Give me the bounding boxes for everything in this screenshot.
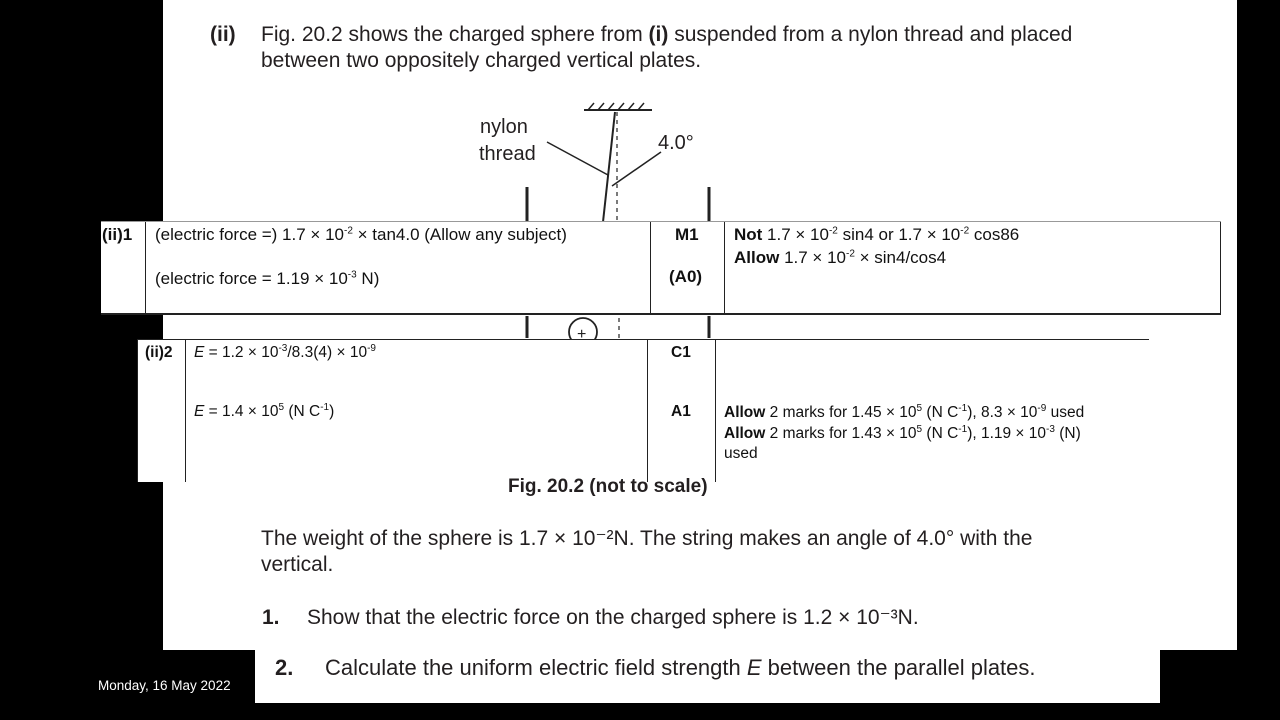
ms2-answer-line1: E = 1.2 × 10-3/8.3(4) × 10-9	[194, 342, 376, 361]
ms2-guidance-allow2-line2: used	[724, 445, 758, 462]
bottom-strip	[255, 650, 1160, 703]
ms1-mark-m1: M1	[675, 225, 699, 244]
ms1-answer-line1: (electric force =) 1.7 × 10-2 × tan4.0 (…	[155, 225, 567, 244]
slide-date: Monday, 16 May 2022	[98, 678, 231, 693]
ms2-guidance-allow1: Allow 2 marks for 1.45 × 105 (N C-1), 8.…	[724, 402, 1085, 421]
ms1-guidance-line2: Allow 1.7 × 10-2 × sin4/cos4	[734, 248, 947, 267]
ms2-mark-a1: A1	[671, 403, 691, 420]
weight-description: The weight of the sphere is 1.7 × 10⁻²N.…	[261, 527, 1033, 576]
ms1-ref: (ii)1	[102, 225, 133, 244]
question-intro: Fig. 20.2 shows the charged sphere from …	[261, 23, 1073, 72]
item-2-text: Calculate the uniform electric field str…	[325, 655, 1036, 680]
figure-caption: Fig. 20.2 (not to scale)	[508, 476, 708, 497]
diagram-angle-label: 4.0°	[658, 132, 694, 154]
ms2-guidance-allow2: Allow 2 marks for 1.43 × 105 (N C-1), 1.…	[724, 423, 1081, 442]
ms2-answer-line2: E = 1.4 × 105 (N C-1)	[194, 401, 335, 420]
question-part-label: (ii)	[210, 23, 236, 46]
item-1-number: 1.	[262, 606, 280, 629]
ms2-ref: (ii)2	[145, 344, 173, 361]
item-2-number: 2.	[275, 655, 294, 680]
diagram-label-thread: thread	[479, 143, 536, 165]
mark-scheme-row-2: (ii)2 E = 1.2 × 10-3/8.3(4) × 10-9 E = 1…	[137, 339, 1149, 482]
item-1-text: Show that the electric force on the char…	[307, 606, 919, 629]
exam-page	[163, 0, 1237, 650]
ms2-mark-c1: C1	[671, 344, 691, 361]
ms1-answer-line2: (electric force = 1.19 × 10-3 N)	[155, 269, 380, 288]
diagram-label-nylon: nylon	[480, 116, 528, 138]
mark-scheme-row-1: (ii)1 (electric force =) 1.7 × 10-2 × ta…	[101, 221, 1221, 315]
ms1-mark-a0: (A0)	[669, 267, 703, 286]
ms1-guidance-line1: Not 1.7 × 10-2 sin4 or 1.7 × 10-2 cos86	[734, 225, 1020, 244]
